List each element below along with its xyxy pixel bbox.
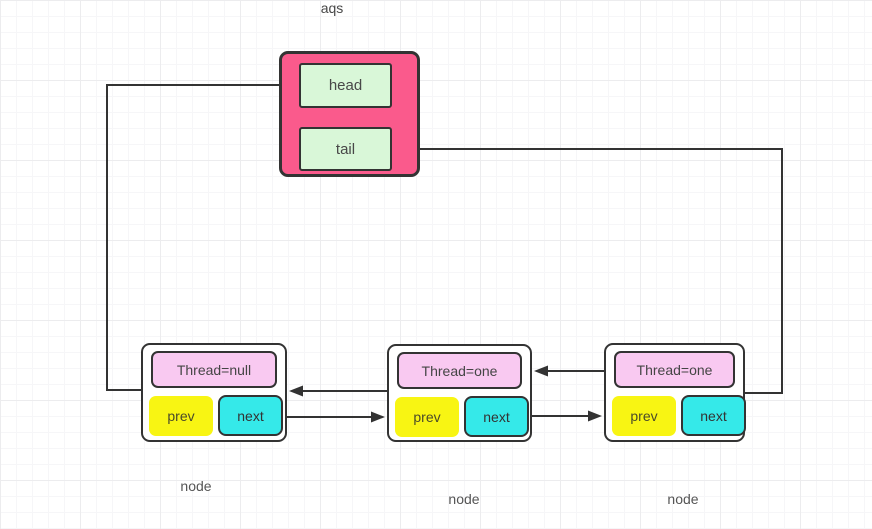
node-2-thread-field: Thread=one [397,352,522,389]
node-1-prev-field: prev [149,396,213,436]
node-1-next-label: next [237,407,264,424]
arrowhead-into-node2-b [534,365,548,377]
node-2-caption: node [448,491,480,507]
node-3-thread-label: Thread=one [636,361,713,378]
node-3-next-field: next [681,395,746,436]
node-1-caption: node [180,478,212,494]
node-3-next-label: next [700,407,727,424]
arrowhead-into-node2-a [371,411,385,423]
node-2: Thread=one prev next [387,344,532,442]
node-3-caption: node [667,491,699,507]
node-2-thread-label: Thread=one [421,362,498,379]
node-2-next-field: next [464,396,529,437]
node-2-prev-label: prev [413,409,441,425]
node-1-thread-label: Thread=null [176,361,252,378]
node-2-prev-field: prev [395,397,459,437]
tail-label: tail [335,140,356,158]
node-2-next-label: next [483,408,510,425]
head-label: head [328,77,363,94]
node-1-next-field: next [218,395,283,436]
node-1: Thread=null prev next [141,343,287,442]
node-1-thread-field: Thread=null [151,351,277,388]
node-3-prev-field: prev [612,396,676,436]
arrowhead-into-node1 [289,385,303,397]
head-field: head [299,63,392,108]
node-3-prev-label: prev [630,408,658,424]
node-3: Thread=one prev next [604,343,746,442]
aqs-title: aqs [320,0,344,16]
node-3-thread-field: Thread=one [614,351,735,388]
arrowhead-into-node3 [588,410,602,422]
tail-field: tail [299,127,392,171]
node-1-prev-label: prev [167,408,195,424]
